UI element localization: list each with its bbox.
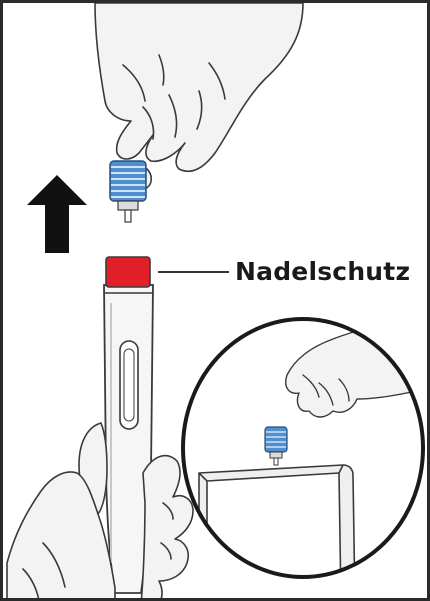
needle-shield xyxy=(106,257,150,287)
sharps-container xyxy=(199,465,355,601)
needle-cap-held xyxy=(110,161,146,222)
arrow-up-icon xyxy=(27,175,87,253)
disposal-inset xyxy=(183,303,430,601)
illustration-canvas xyxy=(3,3,430,601)
bottom-hand-illustration xyxy=(7,423,193,601)
needle-shield-label: Nadelschutz xyxy=(235,257,410,286)
